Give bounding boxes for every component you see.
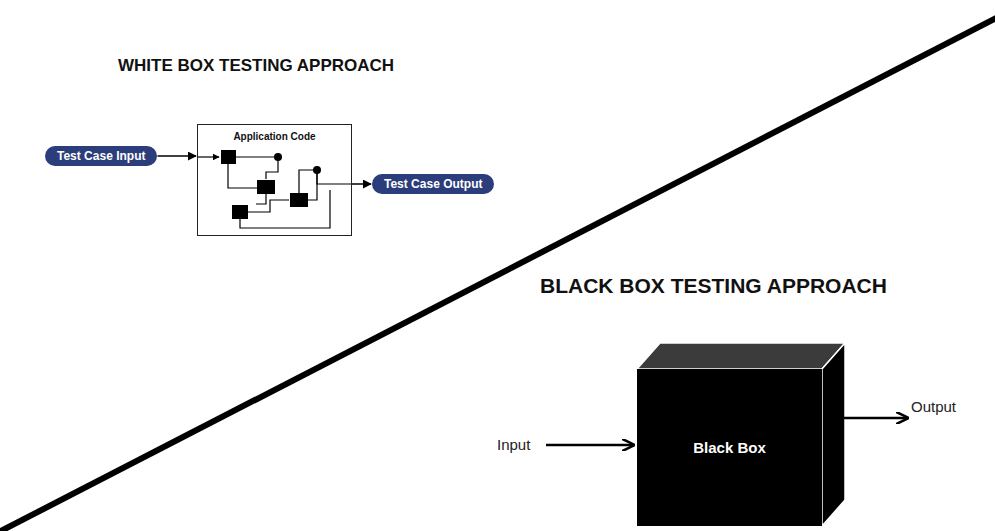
cube-faces (637, 343, 845, 526)
node-text: Test Case Input (57, 149, 145, 163)
node-text: Test Case Output (384, 177, 482, 191)
section-title: WHITE BOX TESTING APPROACH (118, 56, 394, 76)
flow-arrow (352, 183, 371, 185)
input-pill: Test Case Input (45, 146, 157, 166)
input-arrow (546, 444, 632, 447)
code-box: Application Code (197, 124, 352, 236)
io-label: Output (911, 398, 956, 415)
output-pill: Test Case Output (372, 174, 494, 194)
node-text: Application Code (233, 131, 315, 142)
flow-arrow (157, 155, 196, 157)
divider-line (0, 16, 995, 531)
node-text: Black Box (693, 439, 766, 456)
output-arrow (826, 417, 906, 420)
code-blocks (221, 150, 321, 219)
io-label: Input (497, 436, 530, 453)
code-flow (198, 157, 352, 228)
black-box: Black Box (637, 369, 822, 526)
section-title: BLACK BOX TESTING APPROACH (540, 274, 887, 298)
